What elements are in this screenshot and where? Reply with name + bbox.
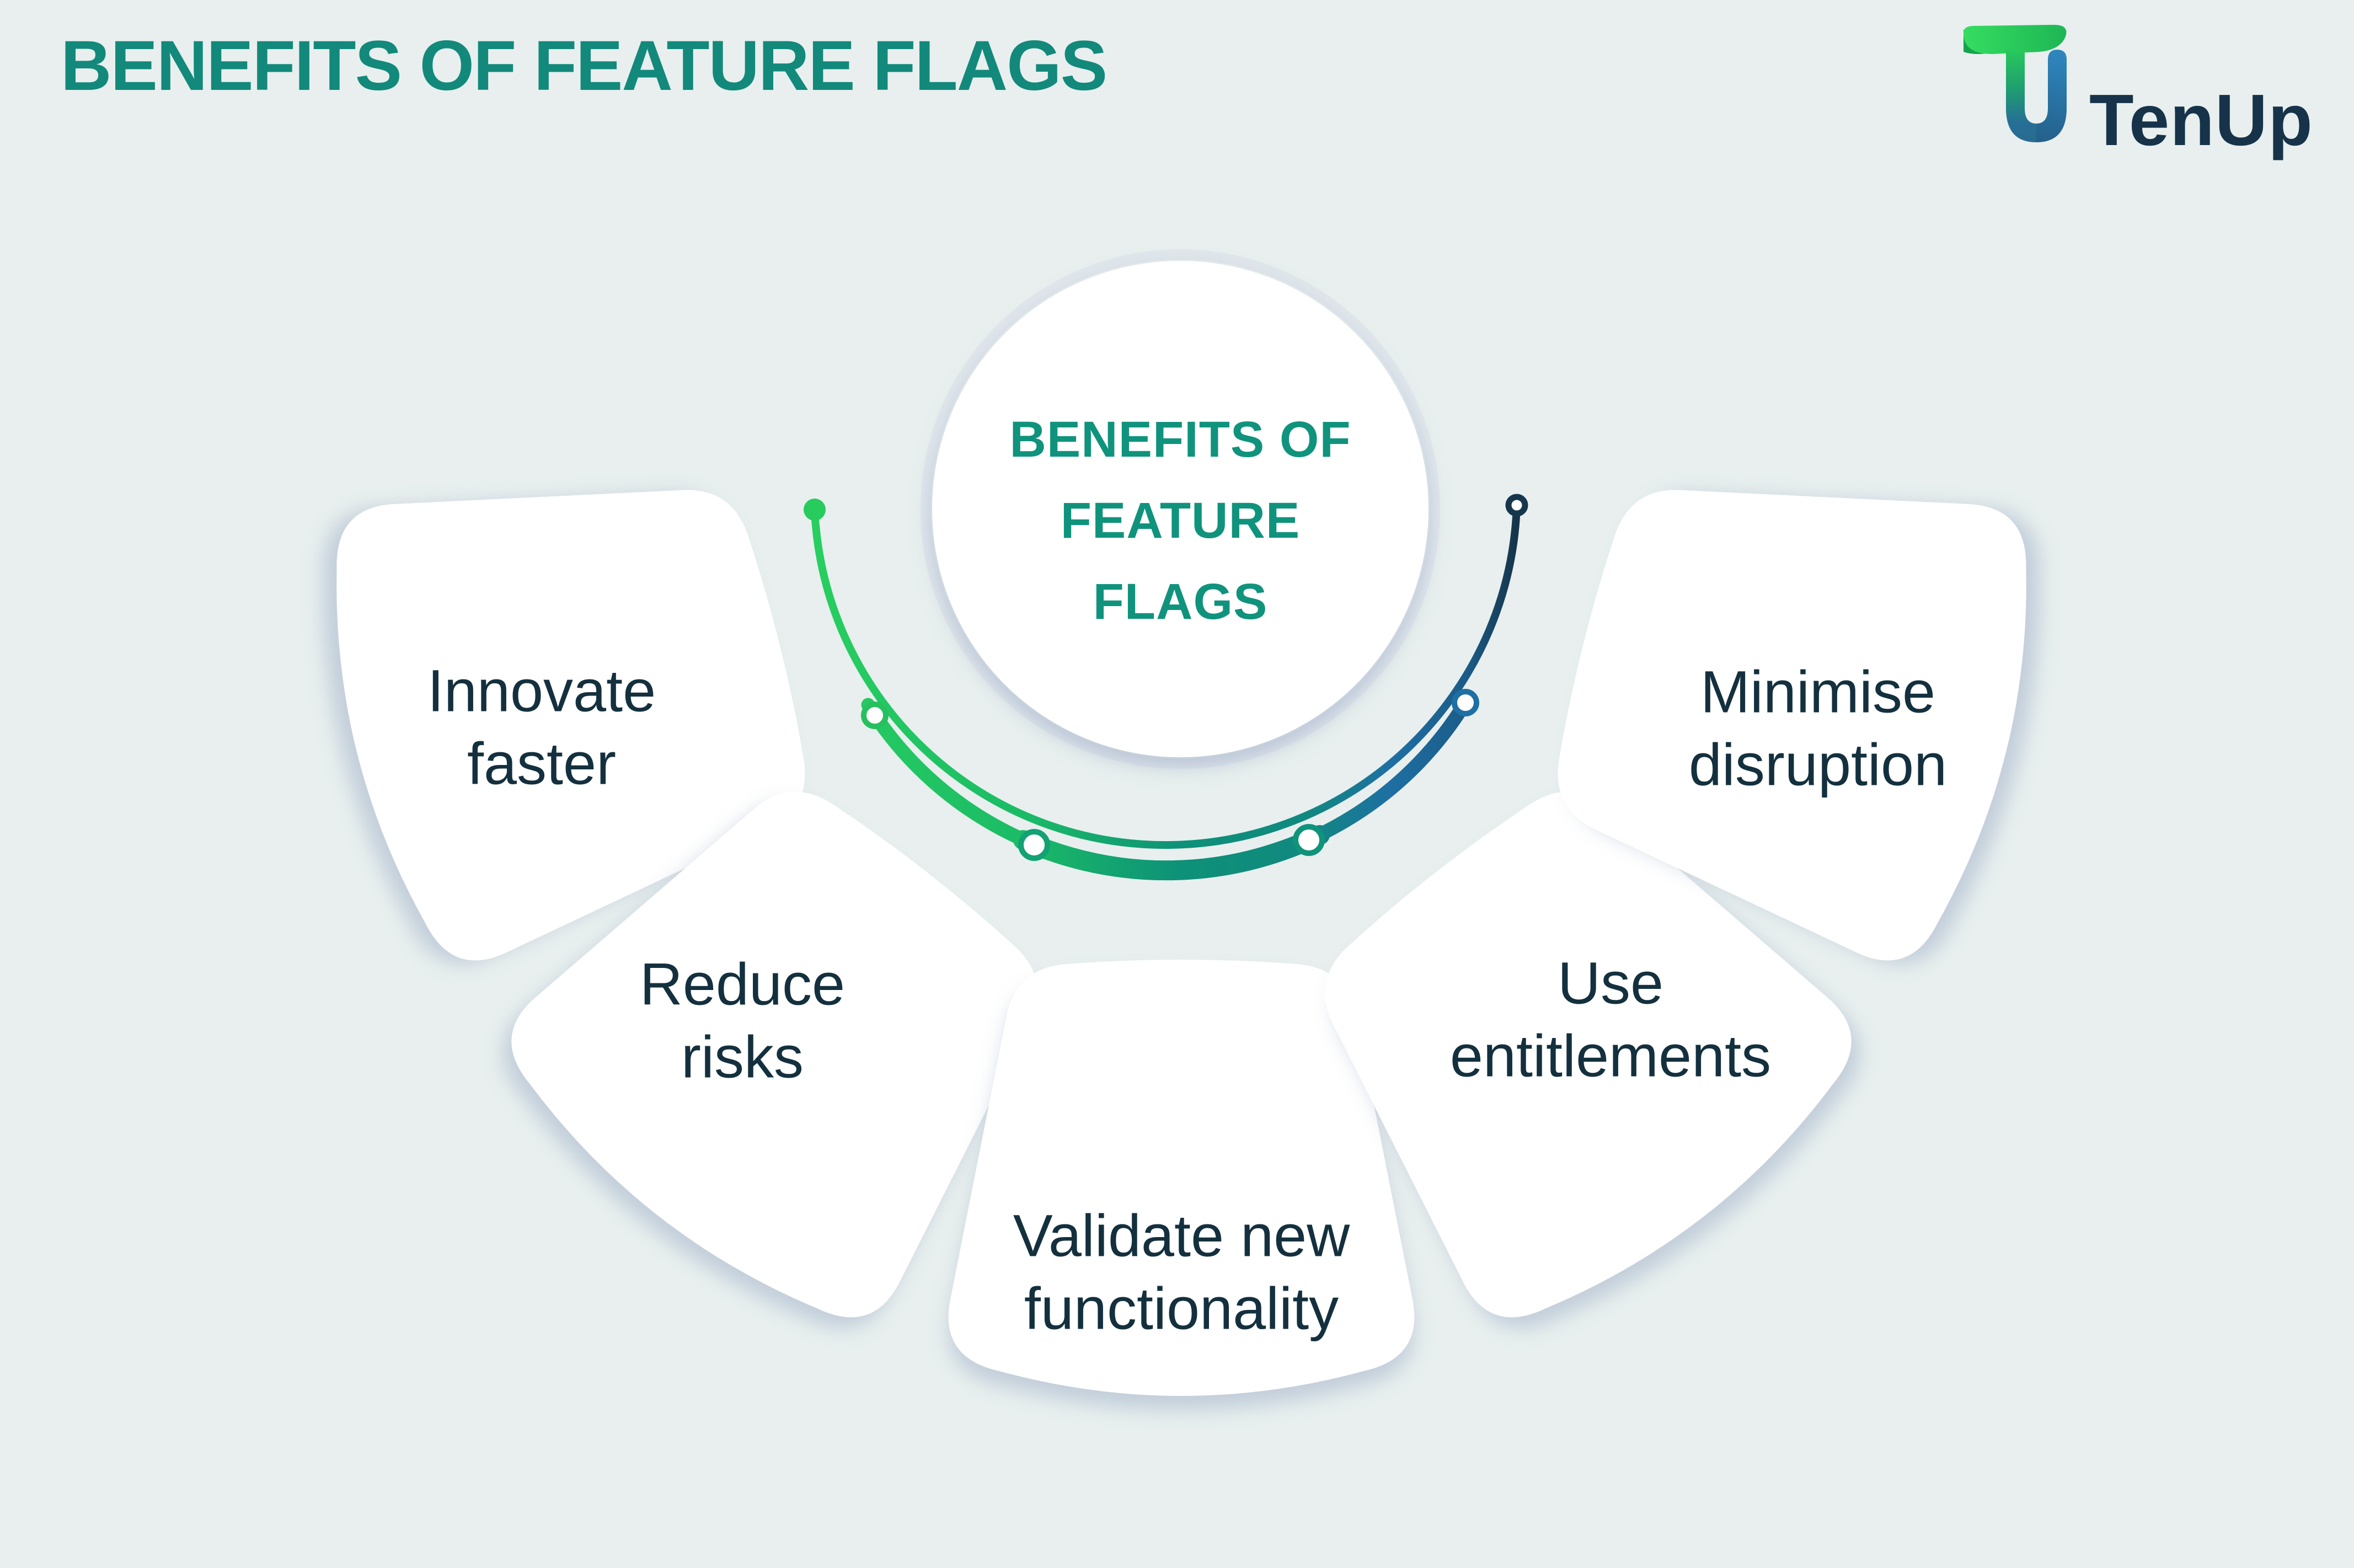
benefit-label-minimise-disruption: Minimise disruption bbox=[1688, 658, 1948, 798]
benefit-card-group bbox=[336, 490, 2026, 1396]
center-circle-label: BENEFITS OF FEATURE FLAGS bbox=[1009, 411, 1351, 630]
arc-node-2 bbox=[1018, 829, 1050, 861]
progress-arc bbox=[811, 501, 1521, 881]
arc-node-3 bbox=[1293, 824, 1325, 856]
progress-arc-thin bbox=[811, 501, 1521, 849]
center-circle-halo bbox=[921, 249, 1440, 769]
benefit-card-minimise-disruption bbox=[1558, 490, 2026, 961]
benefit-card-use-entitlements bbox=[1324, 791, 1852, 1318]
benefit-label-reduce-risks: Reduce risks bbox=[639, 950, 846, 1090]
logo-t-bar bbox=[1964, 25, 2067, 54]
progress-arc-thick bbox=[1013, 825, 1330, 881]
arc-node-4 bbox=[1452, 689, 1479, 716]
tenup-logo-wordmark: TenUp bbox=[2089, 79, 2313, 160]
benefit-card-validate-new-functionality bbox=[948, 960, 1415, 1396]
benefit-card-innovate-faster bbox=[336, 490, 805, 961]
arc-node-1 bbox=[861, 702, 889, 729]
benefit-label-validate-new-functionality: Validate new functionality bbox=[1013, 1202, 1350, 1341]
arc-end-ring bbox=[1505, 494, 1528, 517]
arc-start-dot bbox=[804, 499, 826, 521]
logo-u-left-leg bbox=[2006, 50, 2036, 142]
logo-u-right-leg bbox=[2036, 50, 2067, 142]
tenup-logo-icon bbox=[1964, 25, 2067, 142]
benefit-card-reduce-risks bbox=[511, 791, 1039, 1318]
benefit-label-innovate-faster: Innovate faster bbox=[427, 657, 656, 796]
center-circle bbox=[932, 261, 1429, 757]
page-title: BENEFITS OF FEATURE FLAGS bbox=[61, 26, 1108, 105]
benefit-label-use-entitlements: Use entitlements bbox=[1449, 949, 1772, 1089]
